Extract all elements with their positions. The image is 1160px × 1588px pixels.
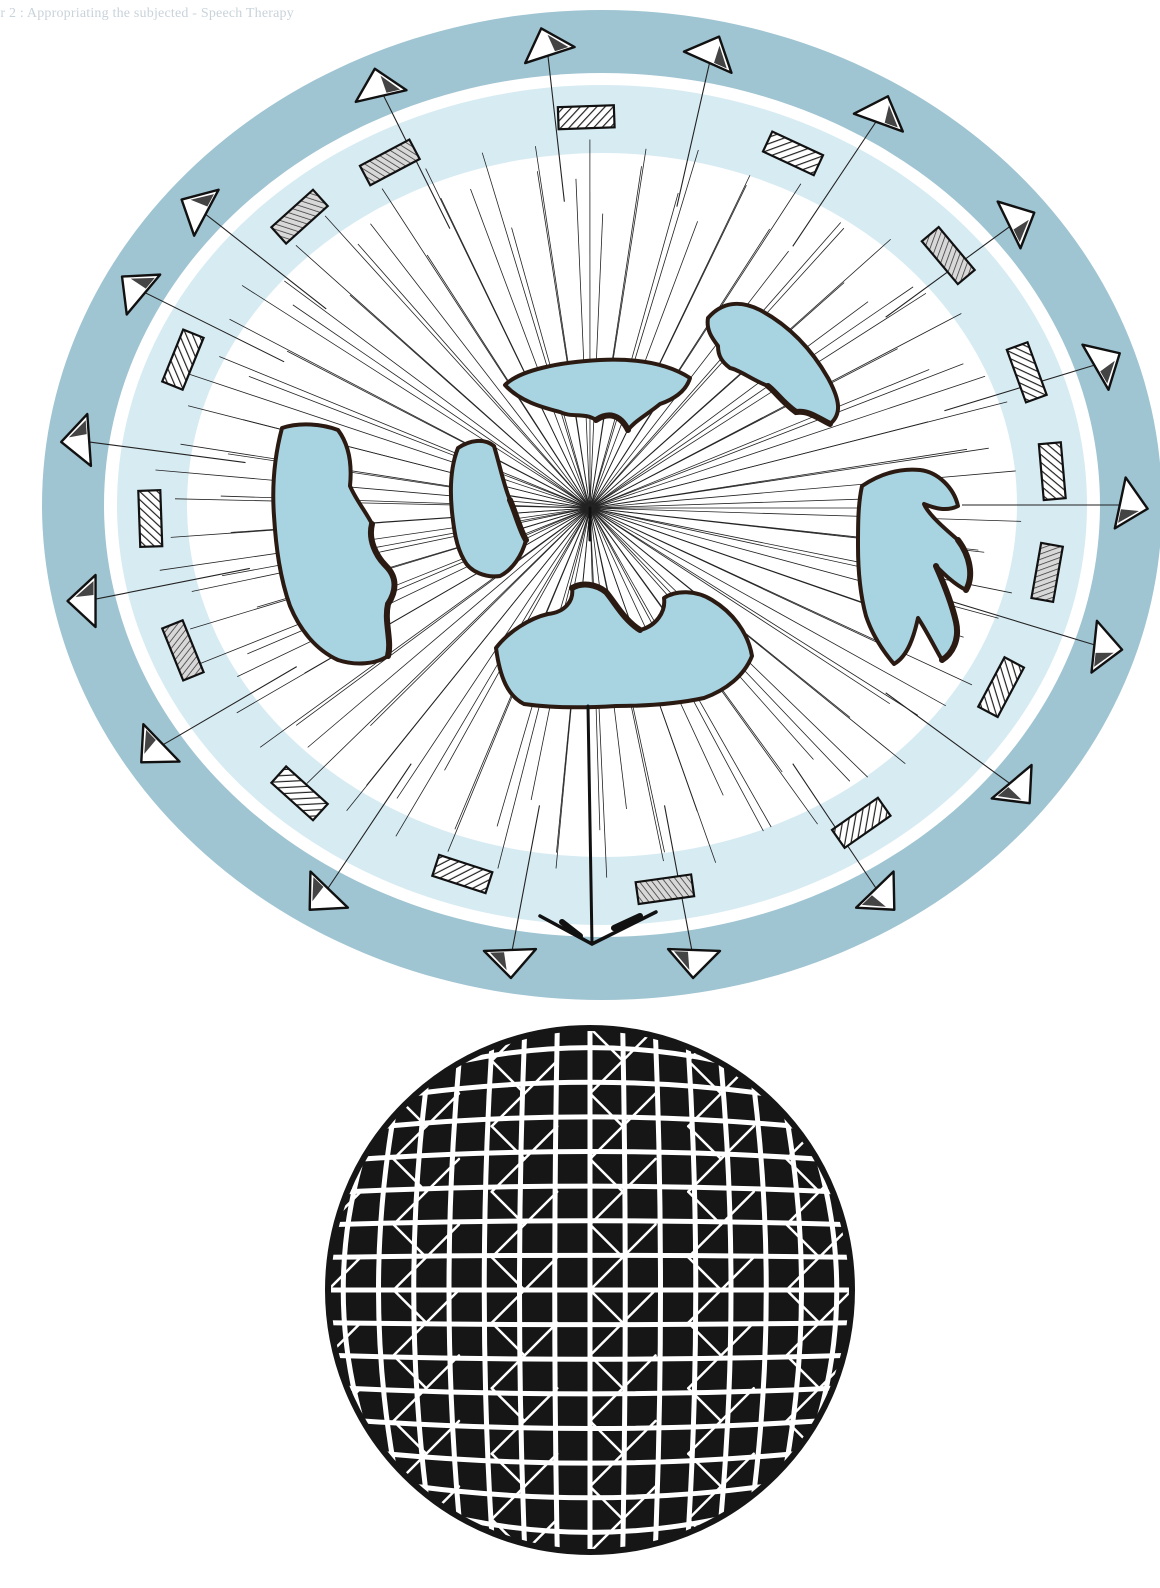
hatched-plaque bbox=[558, 105, 615, 129]
hatched-plaque bbox=[1039, 442, 1066, 500]
landmass-east-comb bbox=[858, 470, 970, 664]
hatched-plaque bbox=[138, 490, 162, 547]
faceted-sphere bbox=[295, 1028, 852, 1585]
